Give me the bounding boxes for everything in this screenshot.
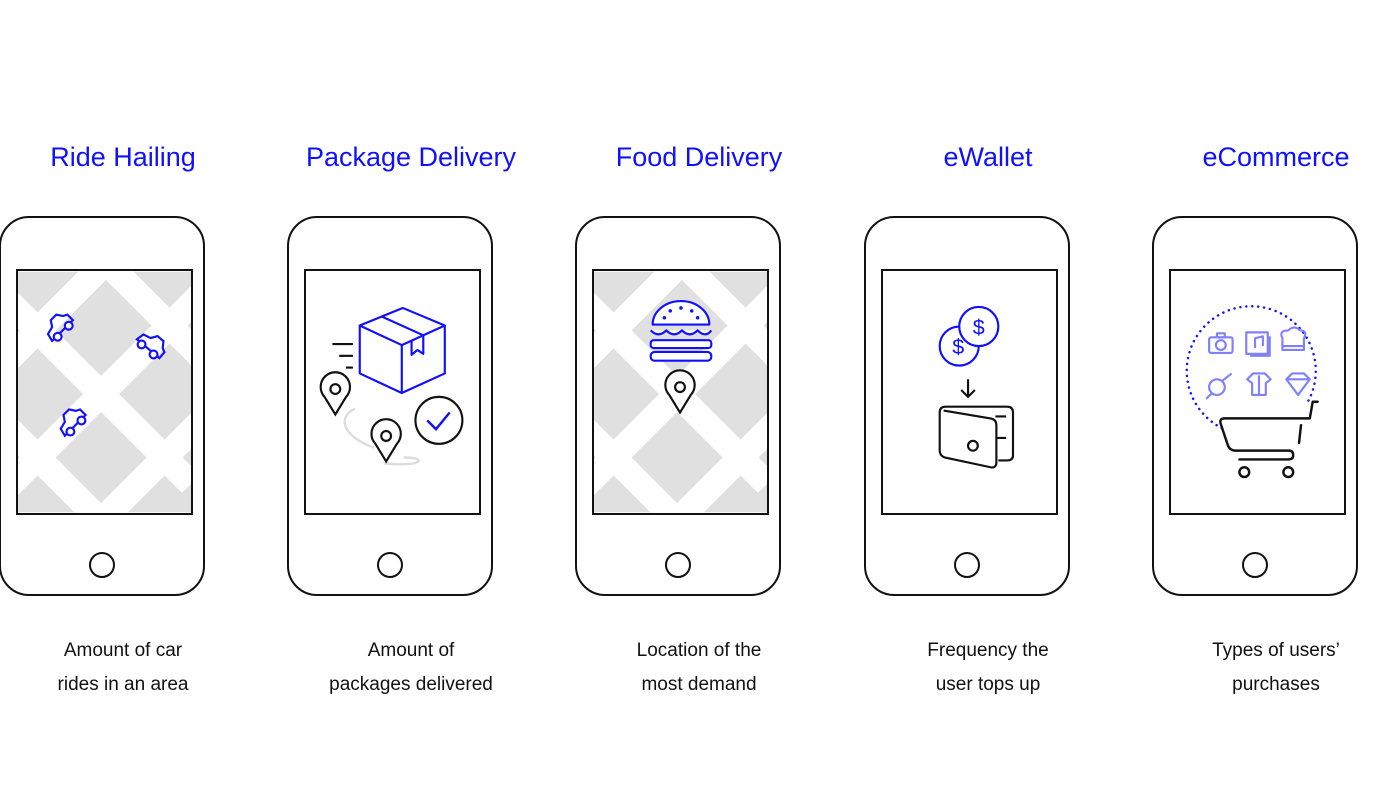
panel-food-delivery: Food Delivery Location of the most deman… (555, 0, 843, 812)
caption-line: Location of the (636, 640, 762, 661)
panel-ride-hailing: Ride Hailing Amount of car rides in an a… (0, 0, 267, 812)
panel-ewallet: eWallet $$ (844, 0, 1132, 812)
caption-line: Amount of (367, 640, 455, 661)
car-map-icon (18, 271, 191, 513)
phone-frame: $$ (864, 216, 1070, 596)
caption-line: rides in an area (57, 674, 189, 695)
phone-screen (1169, 269, 1346, 515)
caption-line: purchases (1232, 674, 1320, 695)
home-button (377, 552, 403, 578)
panel-title: Food Delivery (615, 142, 783, 172)
panel-title: eWallet (943, 142, 1033, 172)
panel-caption: Location of the most demand (555, 634, 843, 702)
caption-line: Types of users’ (1212, 640, 1340, 661)
panel-title: Ride Hailing (50, 142, 196, 172)
caption-line: most demand (641, 674, 757, 695)
panel-ecommerce: eCommerce Type (1132, 0, 1400, 812)
panel-title: eCommerce (1202, 142, 1350, 172)
phone-frame (0, 216, 205, 596)
panel-caption: Amount of car rides in an area (0, 634, 267, 702)
phone-screen (16, 269, 193, 515)
phone-frame (287, 216, 493, 596)
phone-screen (304, 269, 481, 515)
shopping-cart-icon (1185, 305, 1319, 479)
home-button (665, 552, 691, 578)
phone-screen: $$ (881, 269, 1058, 515)
home-button (89, 552, 115, 578)
caption-line: Frequency the (927, 640, 1049, 661)
panel-caption: Amount of packages delivered (267, 634, 555, 702)
home-button (1242, 552, 1268, 578)
panel-title: Package Delivery (305, 142, 517, 172)
panel-caption: Types of users’ purchases (1132, 634, 1400, 702)
phone-frame (575, 216, 781, 596)
svg-text:$: $ (952, 335, 964, 359)
caption-line: user tops up (935, 674, 1041, 695)
phone-frame (1152, 216, 1358, 596)
home-button (954, 552, 980, 578)
caption-line: Amount of car (63, 640, 183, 661)
phone-screen (592, 269, 769, 515)
svg-text:$: $ (973, 315, 985, 339)
package-delivery-icon (319, 306, 464, 466)
panel-package-delivery: Package Delivery Amount of packages de (267, 0, 555, 812)
wallet-coins-icon: $$ (938, 305, 1015, 469)
burger-map-icon (594, 271, 767, 513)
caption-line: packages delivered (329, 674, 493, 695)
panel-caption: Frequency the user tops up (844, 634, 1132, 702)
